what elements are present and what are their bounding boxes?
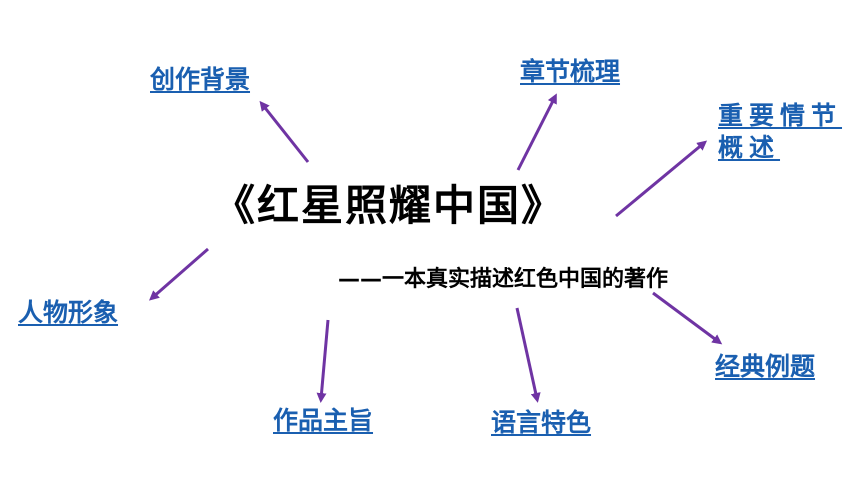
arrow-to-key-plot-summary	[615, 140, 708, 218]
link-characters[interactable]: 人物形象	[18, 298, 119, 327]
link-language-features[interactable]: 语言特色	[491, 408, 592, 437]
link-creation-background[interactable]: 创作背景	[150, 65, 251, 94]
page-subtitle: ——一本真实描述红色中国的著作	[338, 267, 669, 292]
arrow-to-chapter-outline	[516, 93, 557, 171]
arrow-to-classic-exercises	[652, 291, 723, 345]
arrow-to-theme	[316, 319, 330, 403]
page-title: 《红星照耀中国》	[213, 181, 566, 230]
link-chapter-outline[interactable]: 章节梳理	[520, 57, 621, 86]
arrow-to-creation-background	[259, 100, 310, 163]
link-classic-exercises[interactable]: 经典例题	[715, 352, 816, 381]
arrow-to-language-features	[515, 307, 541, 403]
link-key-plot-summary[interactable]: 重要情节概述	[718, 101, 843, 162]
link-theme[interactable]: 作品主旨	[273, 406, 374, 435]
arrow-to-characters	[148, 247, 209, 301]
